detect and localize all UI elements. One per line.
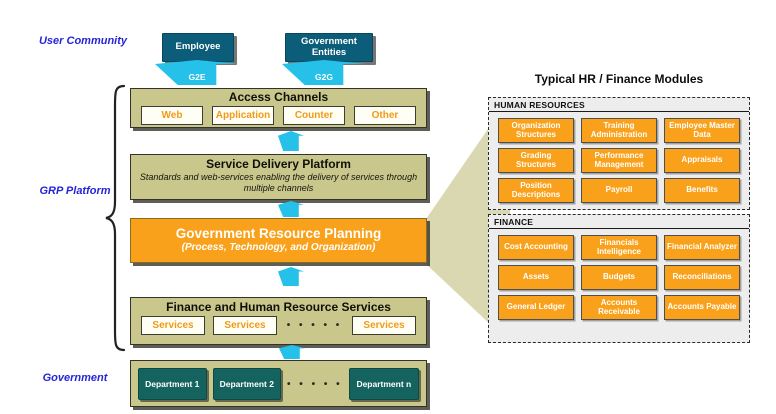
access-channels-box: Access Channels Web Application Counter … [130, 88, 427, 128]
module-general-ledger: General Ledger [498, 295, 574, 320]
grp-platform-label: GRP Platform [39, 185, 111, 197]
service-chip: Services [213, 316, 277, 336]
finance-hr-services-row: Services Services • • • • • Services [131, 314, 426, 336]
employee-box-label: Employee [175, 41, 221, 53]
finance-hr-services-title: Finance and Human Resource Services [166, 300, 391, 314]
departments-box: Department 1 Department 2 • • • • • Depa… [130, 360, 427, 407]
module-reconciliations: Reconciliations [664, 265, 740, 290]
module-accounts-payable: Accounts Payable [664, 295, 740, 320]
grp-box-title: Government Resource Planning [175, 226, 382, 242]
department-n-box: Department n [348, 368, 420, 400]
service-chip: Services [141, 316, 205, 336]
department-2-box: Department 2 [212, 368, 282, 400]
human-resources-grid: Organization Structures Training Adminis… [489, 112, 749, 208]
employee-box: Employee [162, 33, 234, 62]
up-arrow-service-to-access [278, 131, 304, 151]
module-benefits: Benefits [664, 178, 740, 203]
user-community-label: User Community [38, 35, 128, 47]
government-label: Government [42, 372, 108, 384]
service-delivery-box: Service Delivery Platform Standards and … [130, 154, 427, 200]
module-assets: Assets [498, 265, 574, 290]
finance-grid: Cost Accounting Financials Intelligence … [489, 229, 749, 325]
channel-other: Other [354, 106, 416, 126]
finance-section: FINANCE Cost Accounting Financials Intel… [488, 214, 750, 343]
module-performance-management: Performance Management [581, 148, 657, 173]
grp-platform-brace [105, 84, 126, 352]
module-position-descriptions: Position Descriptions [498, 178, 574, 203]
channel-application: Application [212, 106, 274, 126]
module-budgets: Budgets [581, 265, 657, 290]
government-entities-box: Government Entities [285, 33, 373, 62]
module-appraisals: Appraisals [664, 148, 740, 173]
g2e-arrow-label: G2E [188, 72, 206, 82]
grp-box-subtitle: (Process, Technology, and Organization) [181, 241, 376, 253]
g2e-arrow: G2E [155, 60, 239, 85]
module-employee-master-data: Employee Master Data [664, 118, 740, 143]
up-arrow-finance-to-grp [278, 267, 304, 286]
department-1-box: Department 1 [138, 368, 207, 400]
human-resources-header: HUMAN RESOURCES [489, 98, 749, 112]
departments-row: Department 1 Department 2 • • • • • Depa… [131, 361, 426, 400]
channel-web: Web [141, 106, 203, 126]
government-entities-box-label: Government Entities [301, 35, 357, 58]
module-financials-intelligence: Financials Intelligence [581, 235, 657, 260]
service-delivery-subtitle: Standards and web-services enabling the … [139, 172, 418, 193]
access-channels-title: Access Channels [228, 90, 329, 104]
service-delivery-title: Service Delivery Platform [206, 157, 351, 171]
module-grading-structures: Grading Structures [498, 148, 574, 173]
arrow-departments-to-finance [279, 345, 305, 359]
grp-box: Government Resource Planning (Process, T… [130, 218, 427, 263]
g2g-arrow: G2G [282, 60, 366, 85]
finance-hr-services-box: Finance and Human Resource Services Serv… [130, 297, 427, 345]
channel-counter: Counter [283, 106, 345, 126]
module-accounts-receivable: Accounts Receivable [581, 295, 657, 320]
g2g-arrow-label: G2G [315, 72, 333, 82]
module-cost-accounting: Cost Accounting [498, 235, 574, 260]
module-organization-structures: Organization Structures [498, 118, 574, 143]
departments-ellipsis-dots: • • • • • [287, 378, 343, 390]
human-resources-section: HUMAN RESOURCES Organization Structures … [488, 97, 750, 210]
services-ellipsis-dots: • • • • • [286, 320, 343, 332]
service-chip: Services [352, 316, 416, 336]
access-channels-row: Web Application Counter Other [131, 104, 426, 126]
module-training-administration: Training Administration [581, 118, 657, 143]
finance-header: FINANCE [489, 215, 749, 229]
modules-panel-title: Typical HR / Finance Modules [534, 72, 704, 86]
module-payroll: Payroll [581, 178, 657, 203]
up-arrow-grp-to-service [278, 201, 304, 217]
module-financial-analyzer: Financial Analyzer [664, 235, 740, 260]
